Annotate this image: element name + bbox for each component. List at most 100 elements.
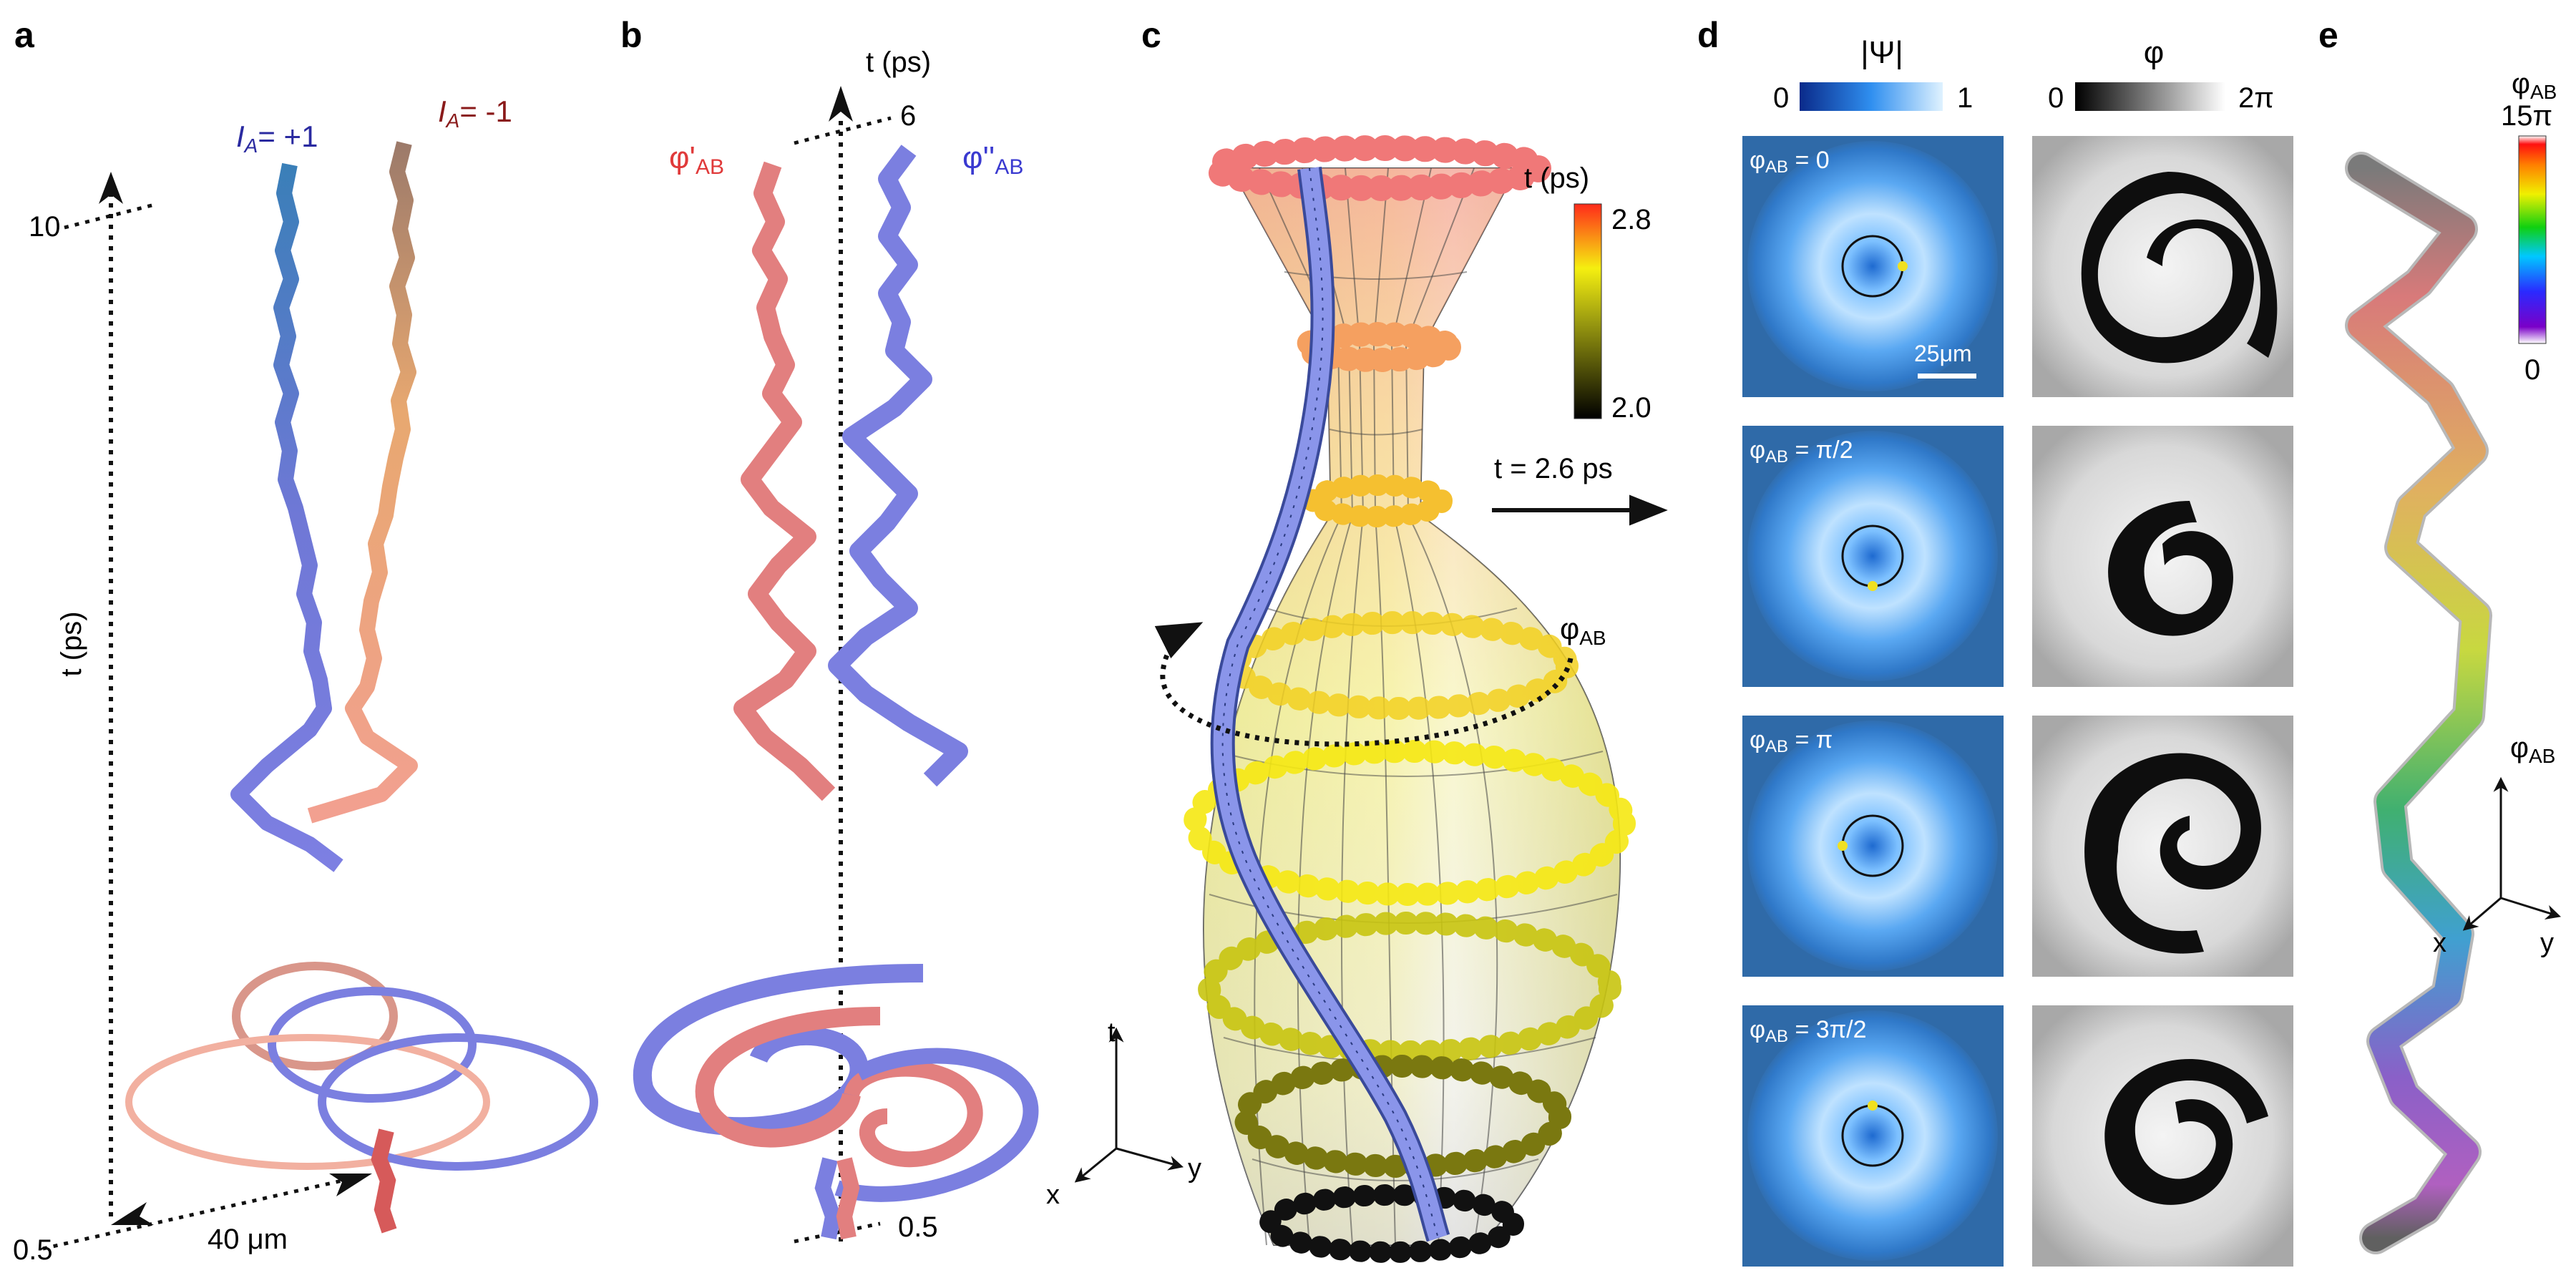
panel-c-axis-t-label: t (1108, 1018, 1116, 1048)
panel-a-tail (371, 1128, 397, 1234)
panel-c-ring-3 (1302, 474, 1453, 527)
panel-c-ring-7 (1234, 1055, 1571, 1178)
panel-d-row-1: φAB = 0 25μm (1742, 136, 2293, 397)
panel-a-axis-label: t (ps) (56, 611, 87, 676)
panel-d-row-label-4: φAB = 3π/2 (1750, 1016, 1867, 1046)
panel-d-col1-title: |Ψ| (1860, 35, 1903, 70)
panel-c-time-label: t = 2.6 ps (1494, 453, 1613, 484)
panel-b-vortex-red (733, 161, 836, 801)
panel-a-scale-arrow-left (111, 1202, 154, 1225)
panel-e-colorbar-max: 15π (2501, 100, 2552, 132)
panel-b-spiral-red (695, 1007, 881, 1148)
panel-d-phi-map-4 (2032, 1005, 2293, 1267)
panel-c-colorbar-min: 2.0 (1611, 392, 1652, 424)
panel-d-phi-map-2 (2032, 426, 2293, 687)
panel-d-col1-min: 0 (1773, 82, 1789, 114)
panel-b-letter: b (620, 15, 643, 55)
panel-d-core-marker-3 (1838, 841, 1848, 851)
panel-d-phi-spiral-1 (2081, 172, 2278, 364)
panel-c-ring-2 (1294, 322, 1461, 372)
panel-c-axis-x-label: x (1046, 1180, 1060, 1210)
panel-e-axis-phi-label: φAB (2510, 732, 2555, 767)
panel-d-phi-spiral-2 (2108, 501, 2233, 636)
panel-d-core-marker-2 (1868, 581, 1878, 591)
panel-b-inner-spiral-blue (834, 1048, 1039, 1202)
panel-d-phi-spiral-3 (2084, 753, 2261, 954)
panel-a-label-plus: IA= +1 (236, 119, 318, 157)
panel-a-axis-arrowhead (99, 172, 123, 204)
panel-a-scale-label: 40 μm (208, 1224, 288, 1255)
panel-d-col1-colorbar (1800, 82, 1943, 111)
panel-c-vortex-tube-mesh (1221, 167, 1439, 1239)
panel-d-col2-min: 0 (2048, 82, 2064, 114)
panel-d-row-label-2: φAB = π/2 (1750, 436, 1853, 467)
panel-e-axis-y-label: y (2540, 928, 2554, 958)
panel-e-axis-x-label: x (2433, 928, 2446, 958)
panel-a-loop-3 (125, 1034, 490, 1170)
panel-c-ring-top (1204, 135, 1551, 201)
panel-c: c (1046, 15, 1668, 1263)
panel-a-scale-line (42, 1175, 358, 1251)
panel-b-tick-bottom: 0.5 (898, 1211, 938, 1243)
panel-e-letter: e (2318, 15, 2338, 55)
panel-d: d |Ψ| 0 1 φ 0 2π φAB = 0 25μm φAB = π/2 (1697, 15, 2293, 1267)
panel-c-axis-y (1116, 1147, 1184, 1171)
panel-a-tick-top: 10 (29, 211, 61, 243)
panel-b: b t (ps) 6 0.5 φ'AB φ''AB (620, 15, 1039, 1244)
panel-d-row-4: φAB = 3π/2 (1742, 1005, 2293, 1267)
panel-d-phi-spiral-4 (2104, 1059, 2268, 1205)
panel-b-inner-spiral-red (844, 1060, 983, 1168)
panel-c-phi-label: φAB (1560, 612, 1606, 649)
panel-a-scale-arrow-right (329, 1174, 372, 1196)
panel-d-letter: d (1697, 15, 1719, 55)
panel-c-ring-5 (1184, 740, 1636, 906)
panel-d-scale-bar (1918, 374, 1976, 379)
panel-a-label-minus: IA= -1 (438, 94, 512, 132)
panel-d-psi-disk-4 (1747, 1010, 1998, 1261)
panel-d-col2-colorbar (2075, 82, 2225, 111)
panel-c-colorbar-max: 2.8 (1611, 204, 1652, 235)
panel-a: a 10 0.5 40 μm t (ps) IA= +1 IA= -1 (13, 15, 598, 1266)
panel-a-loop-2 (268, 987, 477, 1103)
panel-c-axis-y-label: y (1188, 1153, 1201, 1184)
panel-a-tick-bottom: 0.5 (13, 1234, 53, 1266)
panel-b-tick-top: 6 (900, 100, 916, 132)
panel-e-axis-x (2462, 897, 2502, 931)
panel-c-letter: c (1141, 15, 1161, 55)
panel-c-colorbar (1574, 203, 1602, 419)
panel-b-spiral-blue (633, 964, 924, 1136)
panel-b-tail-red (836, 1157, 860, 1240)
panel-b-tail-blue (814, 1157, 841, 1240)
panel-a-loop-4 (318, 1033, 598, 1171)
panel-c-colorbar-title: t (ps) (1524, 162, 1589, 194)
panel-e: e φAB 15π 0 φAB x y (2318, 15, 2562, 1254)
panel-c-ring-6 (1198, 912, 1621, 1063)
panel-d-psi-disk-3 (1747, 721, 1998, 971)
panel-d-col1-max: 1 (1957, 82, 1973, 114)
panel-c-ring-bottom (1259, 1184, 1524, 1263)
panel-b-vortex-blue (828, 145, 968, 787)
panel-a-vortex-plus (230, 162, 343, 872)
panel-d-row-3: φAB = π (1742, 716, 2293, 977)
panel-d-psi-disk-1 (1747, 141, 1998, 391)
panel-e-helix (2348, 155, 2489, 1252)
panel-d-scale-label: 25μm (1914, 341, 1972, 366)
panel-b-label-blue: φ''AB (962, 140, 1023, 179)
panel-b-axis-arrowhead (829, 86, 853, 122)
panel-a-letter: a (14, 15, 35, 55)
panel-c-rotation-arrow (1154, 622, 1574, 747)
panel-d-col2-title: φ (2144, 35, 2165, 70)
panel-d-row-2: φAB = π/2 (1742, 426, 2293, 687)
panel-e-colorbar-title: φAB (2512, 68, 2557, 103)
panel-b-label-red: φ'AB (669, 140, 724, 179)
panel-d-psi-disk-2 (1747, 431, 1998, 681)
panel-d-core-marker-4 (1868, 1101, 1878, 1111)
panel-d-row-label-1: φAB = 0 (1750, 147, 1830, 177)
panel-e-colorbar-min: 0 (2524, 354, 2540, 386)
panel-c-axis-x (1074, 1147, 1117, 1183)
panel-e-colorbar (2518, 135, 2547, 344)
panel-b-axis-label: t (ps) (866, 47, 931, 78)
panel-a-loop-1 (232, 962, 398, 1070)
panel-d-col2-max: 2π (2238, 82, 2274, 114)
